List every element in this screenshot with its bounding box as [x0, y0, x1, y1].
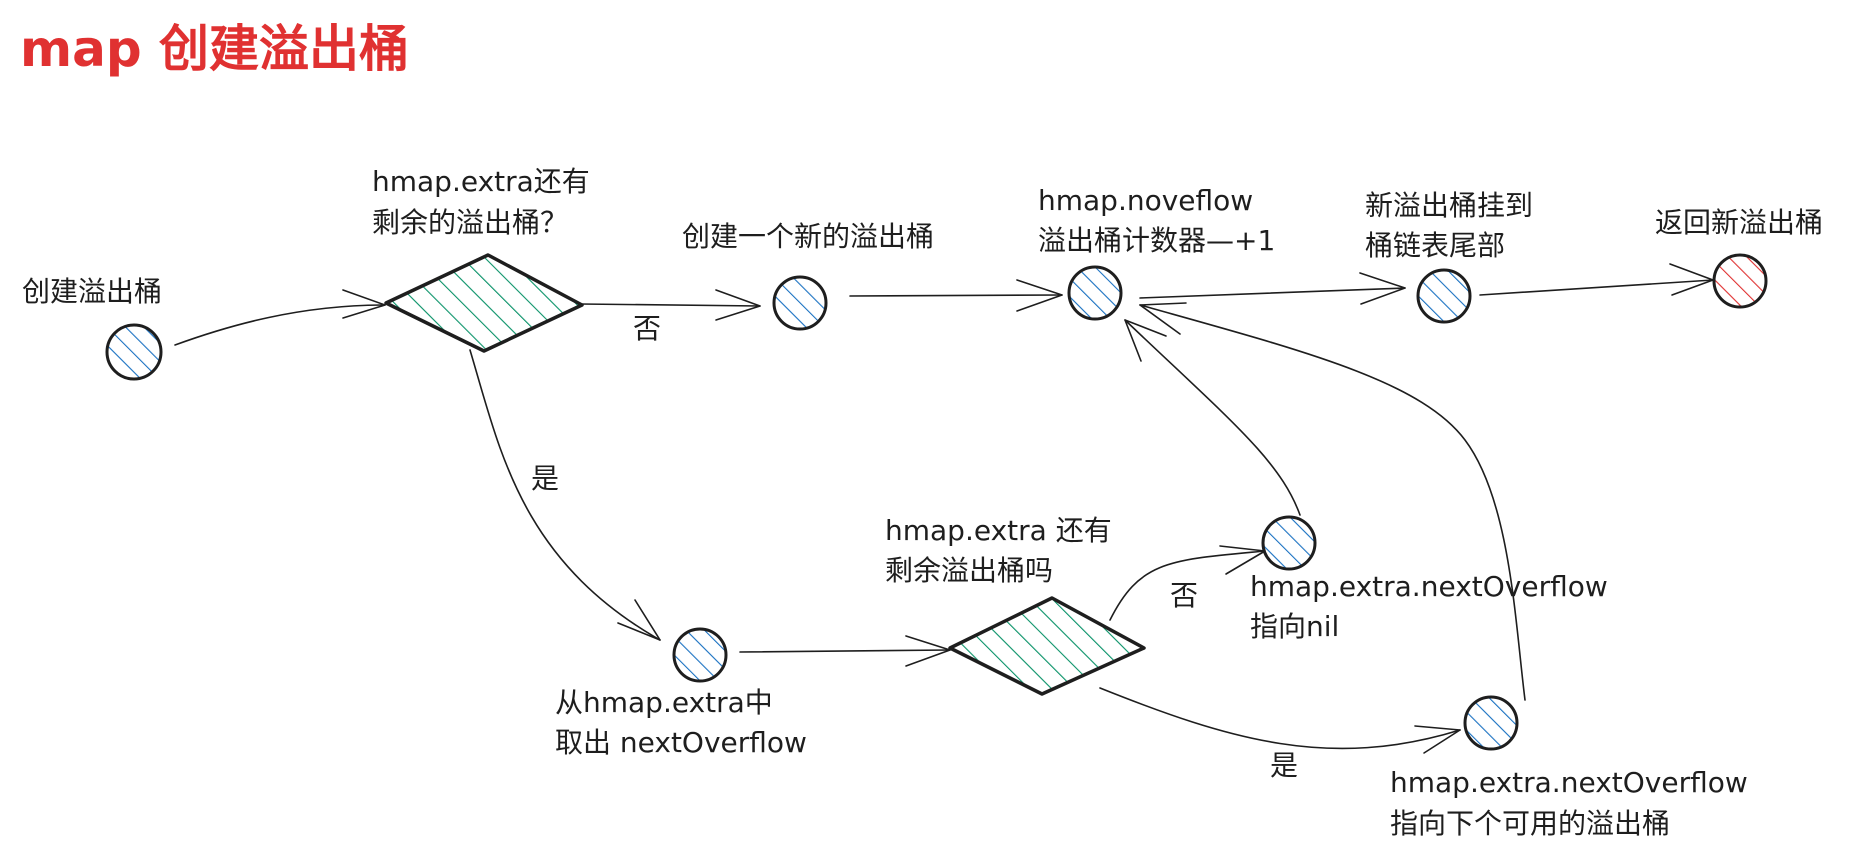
node-take-next [672, 627, 728, 683]
label-take-next-line1: 从hmap.extra中 [555, 686, 773, 719]
edge-take-next-to-check-remaining [739, 649, 951, 653]
label-start: 创建溢出桶 [22, 275, 162, 308]
label-attach-line2: 桶链表尾部 [1365, 229, 1505, 262]
edges [174, 263, 1714, 754]
label-return-new: 返回新溢出桶 [1655, 206, 1823, 239]
edge-start-to-check-extra [174, 304, 386, 346]
edge-label-yes-1: 是 [531, 462, 559, 495]
node-noverflow [1067, 265, 1123, 321]
edge-noverflow-to-attach [1139, 287, 1406, 299]
arrowhead [905, 635, 951, 667]
edge-attach-to-return-new [1479, 279, 1714, 296]
node-check-extra [384, 253, 584, 353]
arrowhead [1124, 319, 1167, 362]
label-noverflow-line2: 溢出桶计数器—+1 [1038, 224, 1275, 257]
arrowhead [1414, 725, 1461, 754]
edge-label-no-2: 否 [1170, 579, 1198, 612]
node-point-nil [1261, 515, 1317, 571]
label-check-extra-line2: 剩余的溢出桶？ [372, 206, 568, 239]
edge-point-nil-to-noverflow [1124, 319, 1301, 516]
node-check-remaining [948, 596, 1146, 696]
label-check-extra-line1: hmap.extra还有 [372, 165, 590, 198]
label-take-next-line2: 取出 nextOverflow [555, 726, 807, 759]
label-create-new: 创建一个新的溢出桶 [682, 220, 934, 253]
arrowhead [715, 289, 761, 321]
arrowhead [1139, 302, 1187, 335]
arrowhead [617, 599, 661, 641]
edge-check-remaining-to-point-nil [1109, 550, 1266, 621]
node-start [105, 323, 163, 381]
arrowhead [1016, 279, 1063, 312]
label-attach-line1: 新溢出桶挂到 [1365, 189, 1533, 222]
node-attach [1416, 268, 1472, 324]
label-point-next-line2: 指向下个可用的溢出桶 [1390, 807, 1670, 840]
arrowhead [342, 289, 386, 319]
edge-check-extra-to-create-new [579, 303, 761, 307]
edge-create-new-to-noverflow [849, 294, 1063, 297]
node-return-new [1712, 253, 1768, 309]
label-noverflow-line1: hmap.noveflow [1038, 184, 1253, 217]
label-point-next-line1: hmap.extra.nextOverflow [1390, 766, 1748, 799]
edge-label-yes-2: 是 [1270, 749, 1298, 782]
node-point-next [1463, 695, 1519, 751]
edge-check-remaining-to-point-next [1099, 687, 1461, 750]
label-point-nil-line2: 指向nil [1250, 610, 1339, 643]
arrowhead [1669, 263, 1714, 296]
diagram-title: map 创建溢出桶 [20, 20, 409, 78]
arrowhead [1359, 272, 1406, 305]
edge-point-next-to-noverflow [1139, 304, 1526, 701]
label-check-remaining-line2: 剩余溢出桶吗 [885, 554, 1053, 587]
edge-label-no-1: 否 [633, 312, 661, 345]
node-create-new [772, 275, 828, 331]
label-check-remaining-line1: hmap.extra 还有 [885, 514, 1112, 547]
edge-check-extra-to-take-next [469, 349, 661, 641]
label-point-nil-line1: hmap.extra.nextOverflow [1250, 570, 1608, 603]
